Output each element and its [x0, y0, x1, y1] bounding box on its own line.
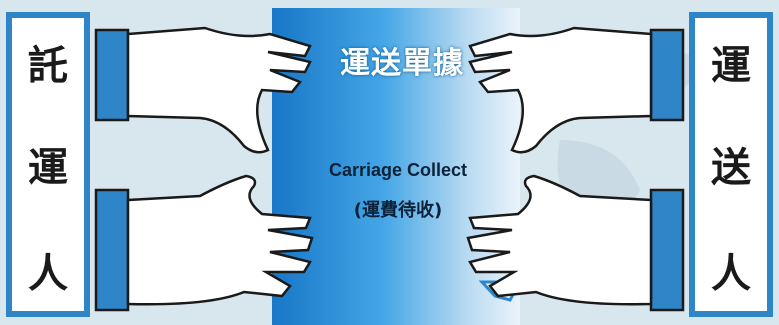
shipper-box: 託 運 人 [6, 12, 90, 317]
document-title: 運送單據 [340, 46, 464, 81]
hand-icon [466, 174, 685, 312]
carrier-box: 運 送 人 [689, 12, 773, 317]
hand-icon [94, 174, 314, 312]
shipper-char: 人 [28, 251, 68, 297]
document-chinese-label: (運費待收) [353, 200, 443, 221]
shipper-char: 託 [28, 43, 68, 89]
carrier-char: 運 [711, 43, 751, 89]
hand-icon [468, 26, 685, 154]
carrier-char: 送 [711, 145, 751, 191]
document-english-label: Carriage Collect [328, 160, 468, 180]
shipper-char: 運 [28, 145, 68, 191]
hand-icon [94, 26, 312, 154]
carrier-char: 人 [711, 251, 751, 297]
